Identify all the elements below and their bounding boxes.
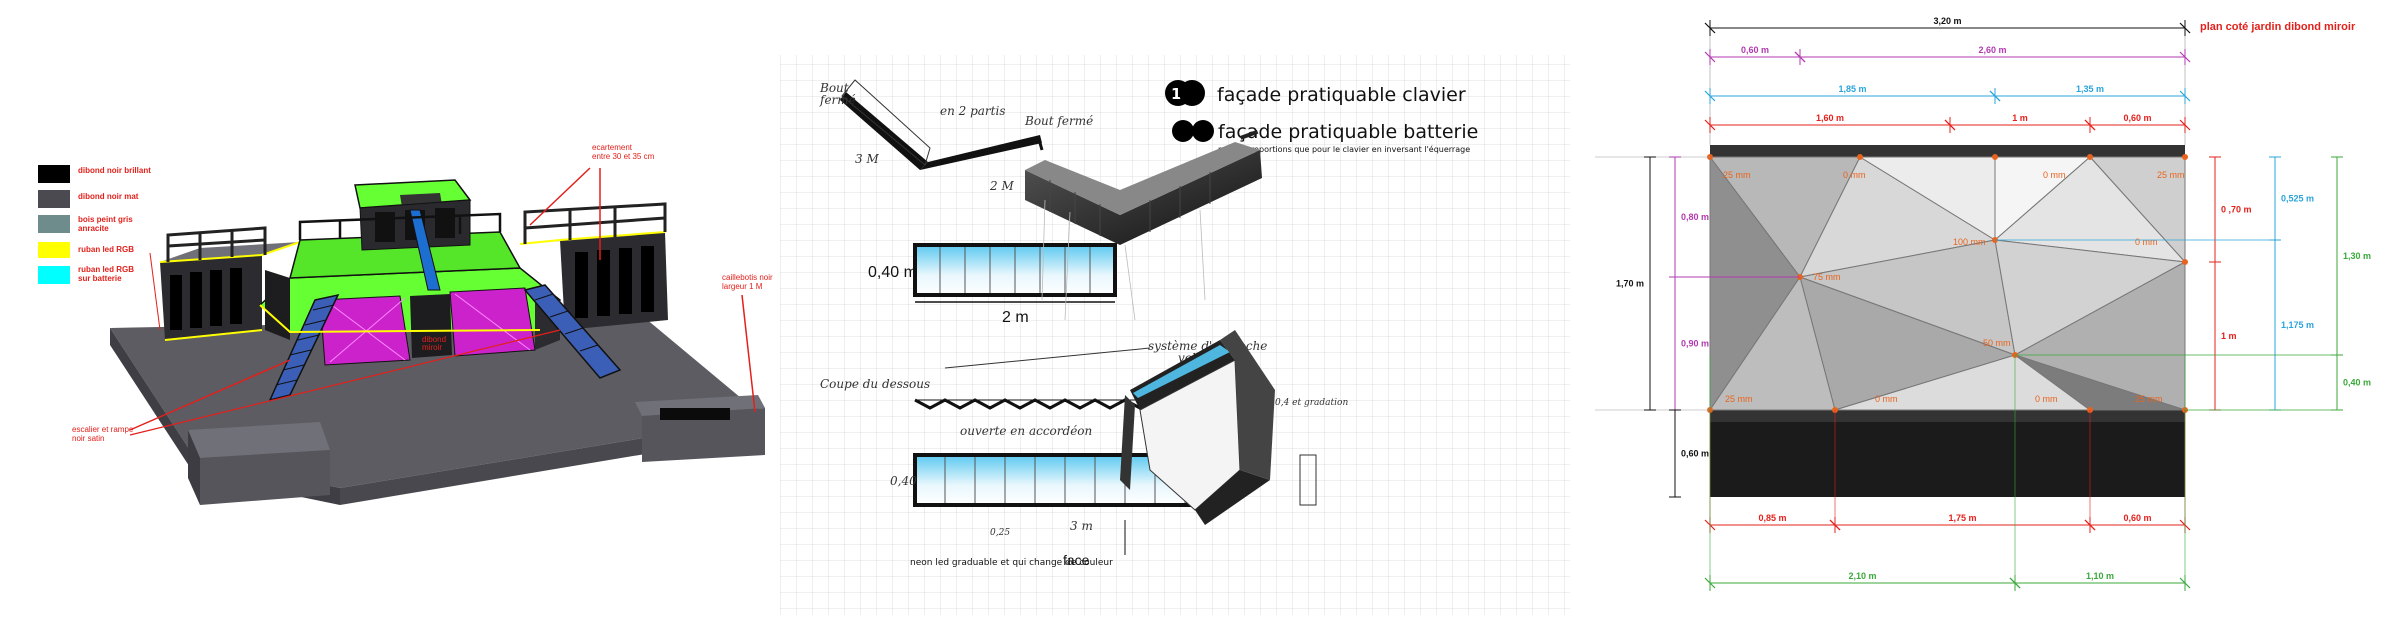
dim-right-b-label: 0,525 m: [2281, 194, 2314, 204]
render-v-shape: [1025, 129, 1262, 321]
dim-right-f-label: 0,40 m: [2343, 378, 2371, 388]
sketch-strip-top: 0,40 m 2 m: [868, 243, 1117, 326]
face-label: face: [1063, 552, 1090, 568]
svg-text:25 mm: 25 mm: [2135, 394, 2163, 404]
left-tower: [159, 226, 301, 341]
dim-row2-a-label: 1,85 m: [1838, 84, 1866, 94]
dim-right-e-label: 1,175 m: [2281, 320, 2314, 330]
dim-3m-top: 3 M: [855, 152, 879, 166]
legend-label-1: dibond noir mat: [78, 192, 139, 201]
render-open: neon led graduable et qui change de coul…: [910, 330, 1275, 568]
plan-title: plan coté jardin dibond miroir: [2200, 21, 2356, 33]
mirror-facets: [1709, 155, 2187, 412]
sketch-coupe: Coupe du dessous système d'accrochevelcr…: [820, 339, 1348, 438]
dim-left-c-label: 0,60 m: [1681, 449, 1709, 459]
titles: 10 façade pratiquable clavier façade pra…: [1165, 80, 1478, 154]
dim-right-d-label: 1 m: [2221, 331, 2237, 341]
dim-row2-b-label: 1,35 m: [2076, 84, 2104, 94]
right-tower: [519, 202, 668, 330]
dim-2m: 2 m: [1002, 309, 1029, 326]
dim-right-c-label: 1,30 m: [2343, 251, 2371, 261]
legend: dibond noir brillant dibond noir mat boi…: [38, 165, 151, 284]
coupe-label: Coupe du dessous: [820, 377, 930, 391]
legend-swatch-1: [38, 190, 70, 208]
dim-left-total-label: 1,70 m: [1616, 279, 1644, 289]
dim-040b: 0,40: [890, 474, 917, 488]
dim-left-a-label: 0,80 m: [1681, 212, 1709, 222]
svg-text:0 mm: 0 mm: [1875, 394, 1898, 404]
dim-right-a-label: 0 ,70 m: [2221, 205, 2252, 215]
svg-text:25 mm: 25 mm: [2157, 170, 2185, 180]
bottom-panel: [1710, 422, 2185, 497]
ouverture-label: ouverte en accordéon: [960, 424, 1092, 438]
dim-bottom1-b-label: 1,75 m: [1948, 513, 1976, 523]
dim-040: 0,40 m: [868, 264, 917, 281]
central-structure: [258, 179, 622, 402]
dim-bottom1-a-label: 0,85 m: [1758, 513, 1786, 523]
legend-swatch-4: [38, 266, 70, 284]
svg-text:0 mm: 0 mm: [2035, 394, 2058, 404]
legend-label-0: dibond noir brillant: [78, 166, 151, 175]
dim-bottom2-a-label: 2,10 m: [1848, 571, 1876, 581]
dim-row1-a-label: 0,60 m: [1741, 45, 1769, 55]
offset-labels: 25 mm 0 mm 0 mm 25 mm 100 mm 0 mm 75 mm …: [1723, 170, 2185, 404]
plan-svg: 25 mm 0 mm 0 mm 25 mm 100 mm 0 mm 75 mm …: [1595, 16, 2371, 591]
svg-text:0 mm: 0 mm: [2043, 170, 2066, 180]
dim-top-total-label: 3,20 m: [1933, 16, 1961, 26]
dim-3m: 3 m: [1070, 519, 1093, 533]
svg-text:50 mm: 50 mm: [1983, 338, 2011, 348]
svg-text:0 mm: 0 mm: [2135, 237, 2158, 247]
legend-swatch-0: [38, 165, 70, 183]
dim-row3-a-label: 1,60 m: [1816, 113, 1844, 123]
dim-right: 0,4 et gradation: [1275, 398, 1348, 408]
svg-text:0 mm: 0 mm: [1843, 170, 1866, 180]
dim-bottom2-b-label: 1,10 m: [2086, 571, 2114, 581]
dimension-lines: 3,20 m 0,60 m 2,60 m 1,85 m 1,35 m 1,60 m 1 m 0…: [1595, 16, 2371, 591]
dim-row3-c-label: 0,60 m: [2123, 113, 2151, 123]
subtitle: même proportions que pour le clavier en …: [1218, 144, 1470, 154]
svg-text:25 mm: 25 mm: [1723, 170, 1751, 180]
title-b: façade pratiquable batterie: [1218, 121, 1478, 143]
legend-label-3: ruban led RGB: [78, 245, 134, 254]
stage-3d-svg: dibond noir brillant dibond noir mat boi…: [38, 143, 773, 505]
bout-ferme-2: Bout fermé: [1024, 114, 1093, 128]
neon-label: neon led graduable et qui change de coul…: [910, 558, 1113, 568]
dim-bottom1-c-label: 0,60 m: [2123, 513, 2151, 523]
plan-panel: 25 mm 0 mm 0 mm 25 mm 100 mm 0 mm 75 mm …: [1575, 0, 2400, 619]
svg-text:100 mm: 100 mm: [1953, 237, 1986, 247]
svg-text:75 mm: 75 mm: [1813, 272, 1841, 282]
dim-2m-top: 2 M: [989, 179, 1014, 193]
legend-swatch-3: [38, 242, 70, 258]
mid-band: [1710, 410, 2185, 422]
dim-row1-b-label: 2,60 m: [1978, 45, 2006, 55]
top-band: [1710, 145, 2185, 157]
stage-3d-view: dibond noir brillant dibond noir mat boi…: [0, 0, 780, 619]
title-a: façade pratiquable clavier: [1217, 84, 1466, 106]
dim-left-b-label: 0,90 m: [1681, 339, 1709, 349]
en-2-parties: en 2 partis: [940, 104, 1005, 118]
svg-text:25 mm: 25 mm: [1725, 394, 1753, 404]
dim-small: 0,25: [990, 528, 1010, 538]
dim-row3-b-label: 1 m: [2012, 113, 2028, 123]
legend-swatch-2: [38, 215, 70, 233]
